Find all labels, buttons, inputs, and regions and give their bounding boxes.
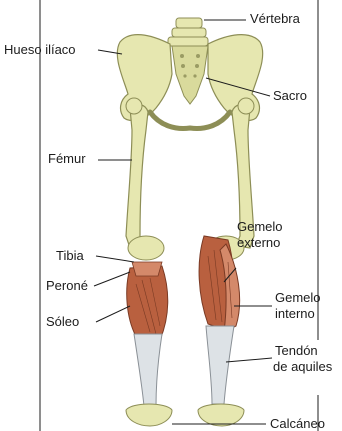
- label-femur: Fémur: [48, 152, 86, 166]
- label-sacro: Sacro: [273, 89, 307, 103]
- label-gemelo-interno-line1: Gemelo: [275, 291, 321, 305]
- label-tendon-line2: de aquiles: [273, 360, 332, 374]
- femur-left: [126, 105, 148, 248]
- label-tendon-line1: Tendón: [275, 344, 318, 358]
- femur-head-right: [238, 98, 254, 114]
- label-perone: Peroné: [46, 279, 88, 293]
- pubis: [150, 112, 230, 128]
- label-gemelo-interno-line2: interno: [275, 307, 315, 321]
- label-calcaneo: Calcáneo: [270, 417, 325, 431]
- soleus-muscle-left: [127, 266, 168, 340]
- label-vertebra: Vértebra: [250, 12, 300, 26]
- sacrum-bone: [172, 46, 208, 104]
- vertebra-bone: [168, 18, 208, 46]
- calcaneus-right: [198, 404, 244, 426]
- achilles-tendon-right: [206, 326, 234, 404]
- label-gemelo-externo-line1: Gemelo: [237, 220, 283, 234]
- calcaneus-left: [126, 404, 172, 426]
- achilles-tendon-left: [134, 334, 162, 406]
- label-gemelo-externo-line2: externo: [237, 236, 280, 250]
- label-tibia: Tibia: [56, 249, 84, 263]
- gastrocnemius-muscle-left-stub: [132, 262, 162, 276]
- femur-head-left: [126, 98, 142, 114]
- knee-left: [128, 236, 164, 260]
- label-hueso-iliaco: Hueso ilíaco: [4, 43, 76, 57]
- label-soleo: Sóleo: [46, 315, 79, 329]
